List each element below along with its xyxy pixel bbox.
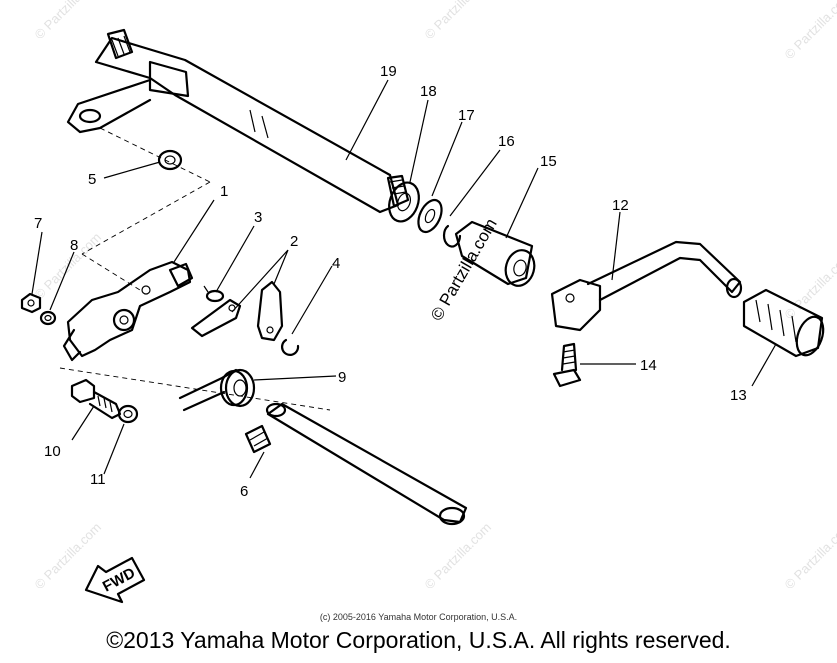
callout-17: 17 xyxy=(458,107,475,124)
change-pedal-part xyxy=(550,240,743,332)
callout-11: 11 xyxy=(90,471,106,488)
copyright-notice: ©2013 Yamaha Motor Corporation, U.S.A. A… xyxy=(106,627,731,653)
stopper-washer-part xyxy=(117,404,139,424)
callout-1: 1 xyxy=(220,183,228,200)
watermark-tile: © Partzilla.com xyxy=(782,0,837,62)
callout-5: 5 xyxy=(88,171,96,188)
watermark-tile: © Partzilla.com xyxy=(32,0,105,42)
callout-14: 14 xyxy=(640,357,657,374)
lever-pair-part xyxy=(190,280,284,342)
lower-shaft xyxy=(265,402,468,526)
collar-part xyxy=(157,149,183,171)
return-spring-part xyxy=(178,368,256,412)
oil-seal-part xyxy=(388,181,420,223)
callout-12: 12 xyxy=(612,197,629,214)
watermark-tile: © Partzilla.com xyxy=(422,520,495,593)
callout-18: 18 xyxy=(420,83,437,100)
callout-16: 16 xyxy=(498,133,515,150)
callout-labels: 1 2 3 4 5 6 7 8 9 10 11 12 13 14 15 16 1… xyxy=(34,63,747,500)
callout-8: 8 xyxy=(70,237,78,254)
callout-15: 15 xyxy=(540,153,557,170)
watermark-tile: © Partzilla.com xyxy=(782,520,837,593)
bushing-part xyxy=(454,220,536,287)
callout-7: 7 xyxy=(34,215,42,232)
callout-9: 9 xyxy=(338,369,346,386)
callout-3: 3 xyxy=(254,209,262,226)
pin-part xyxy=(244,424,272,454)
watermark-tile: © Partzilla.com xyxy=(32,520,105,593)
washer-part xyxy=(39,310,57,326)
callout-6: 6 xyxy=(240,483,248,500)
shift-arm-assembly xyxy=(62,260,194,362)
callout-19: 19 xyxy=(380,63,397,80)
callout-4: 4 xyxy=(332,255,340,272)
watermark-tile: © Partzilla.com xyxy=(422,0,495,42)
fwd-arrow-icon: FWD xyxy=(84,556,146,604)
callout-2: 2 xyxy=(290,233,298,250)
nut-part xyxy=(20,292,42,314)
shift-shaft-dash-lines xyxy=(59,127,331,411)
circlip-part xyxy=(280,338,300,356)
small-spring-part xyxy=(203,285,225,303)
callout-13: 13 xyxy=(730,387,747,404)
pedal-rubber-part xyxy=(742,288,825,358)
partzilla-watermark: © Partzilla.com xyxy=(427,215,501,324)
thrust-washer-part xyxy=(417,198,443,234)
shift-shaft xyxy=(66,28,410,214)
small-copyright-notice: (c) 2005-2016 Yamaha Motor Corporation, … xyxy=(319,612,518,622)
stopper-bolt-part xyxy=(70,378,122,420)
leader-lines xyxy=(31,79,777,479)
fwd-label: FWD xyxy=(100,564,138,595)
pedal-bolt-part xyxy=(552,342,582,388)
callout-10: 10 xyxy=(44,443,61,460)
